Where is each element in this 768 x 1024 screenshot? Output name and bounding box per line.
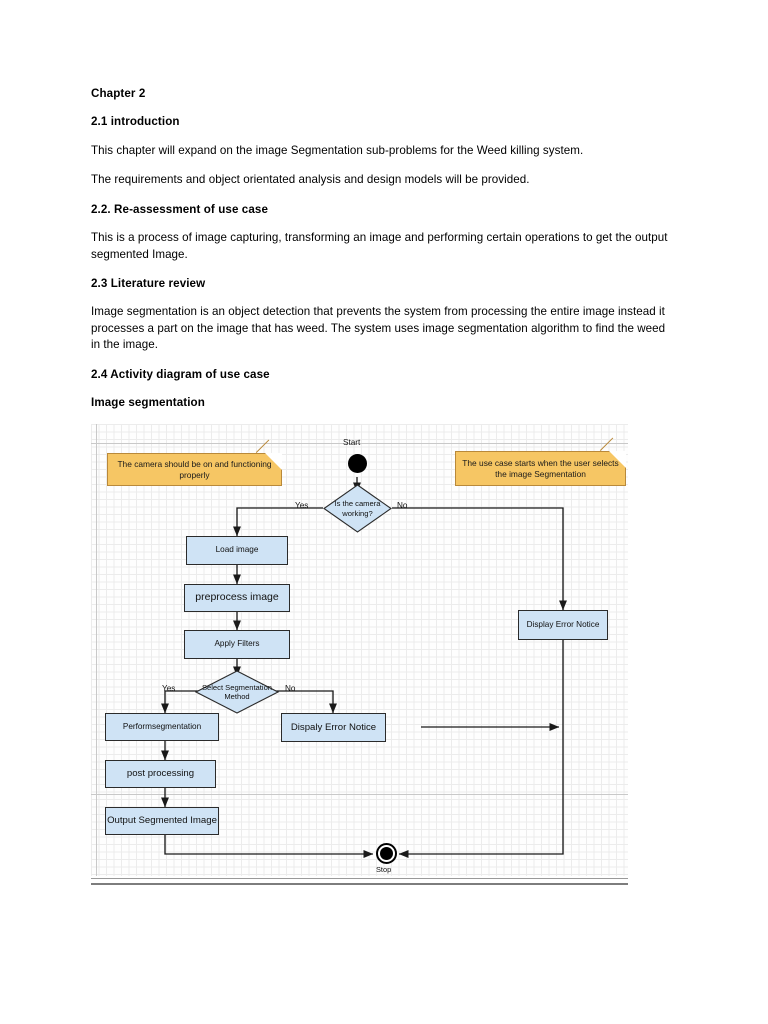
decision-method-label: Select Segmentation Method <box>201 682 273 701</box>
activity-post-processing: post processing <box>105 760 216 788</box>
activity-load-image: Load image <box>186 536 288 565</box>
diamond-shape-icon <box>195 670 279 714</box>
activity-display-error-notice-right-label: Display Error Notice <box>526 619 600 629</box>
chapter-heading: Chapter 2 <box>91 87 146 100</box>
stop-label: Stop <box>376 865 392 874</box>
paragraph-2-1-b: The requirements and object orientated a… <box>91 173 530 187</box>
start-node-icon <box>348 454 367 473</box>
diagram-guide-line-top <box>91 443 628 444</box>
note-fold-icon <box>265 453 282 470</box>
activity-diagram: Start The camera should be on and functi… <box>91 424 628 885</box>
diagram-bottom-rule <box>91 878 628 885</box>
decision-camera-label: Is the camera working? <box>334 499 381 518</box>
activity-output-segmented-image-label: Output Segmented Image <box>107 815 217 826</box>
note-usecase-text: The use case starts when the user select… <box>462 457 619 479</box>
activity-load-image-label: Load image <box>215 545 259 555</box>
diagram-guide-line-left <box>96 424 97 876</box>
activity-preprocess-image-label: preprocess image <box>195 591 279 604</box>
note-camera-text: The camera should be on and functioning … <box>117 458 272 480</box>
section-heading-2-2: 2.2. Re-assessment of use case <box>91 202 269 216</box>
decision-camera-no-label: No <box>397 501 408 510</box>
activity-perform-segmentation-label: Performsegmentation <box>122 721 202 731</box>
diamond-shape-icon <box>323 484 392 533</box>
stop-node-inner-icon <box>380 847 393 860</box>
activity-output-segmented-image: Output Segmented Image <box>105 807 219 835</box>
note-fold-icon <box>609 451 626 468</box>
activity-perform-segmentation: Performsegmentation <box>105 713 219 741</box>
diagram-guide-line-bottom <box>91 794 628 795</box>
note-camera: The camera should be on and functioning … <box>107 439 282 486</box>
section-heading-2-1: 2.1 introduction <box>91 115 180 129</box>
decision-method-yes-label: Yes <box>162 684 176 693</box>
decision-method: Select Segmentation Method <box>195 670 279 714</box>
activity-dispaly-error-notice-mid: Dispaly Error Notice <box>281 713 386 742</box>
activity-display-error-notice-right: Display Error Notice <box>518 610 608 640</box>
decision-camera: Is the camera working? <box>323 484 392 533</box>
decision-camera-yes-label: Yes <box>295 501 309 510</box>
paragraph-2-1-a: This chapter will expand on the image Se… <box>91 143 584 157</box>
document-body: Chapter 2 2.1 introduction This chapter … <box>91 86 677 424</box>
decision-method-no-label: No <box>285 684 296 693</box>
activity-post-processing-label: post processing <box>126 768 195 779</box>
activity-apply-filters-label: Apply Filters <box>214 639 260 649</box>
diagram-title: Image segmentation <box>91 396 205 410</box>
section-heading-2-4: 2.4 Activity diagram of use case <box>91 367 270 381</box>
paragraph-2-3-a: Image segmentation is an object detectio… <box>91 305 666 352</box>
start-label: Start <box>343 438 361 447</box>
activity-apply-filters: Apply Filters <box>184 630 290 659</box>
activity-preprocess-image: preprocess image <box>184 584 290 612</box>
note-usecase: The use case starts when the user select… <box>455 437 626 486</box>
paragraph-2-2-a: This is a process of image capturing, tr… <box>91 231 668 261</box>
section-heading-2-3: 2.3 Literature review <box>91 277 206 291</box>
activity-dispaly-error-notice-mid-label: Dispaly Error Notice <box>290 721 377 733</box>
